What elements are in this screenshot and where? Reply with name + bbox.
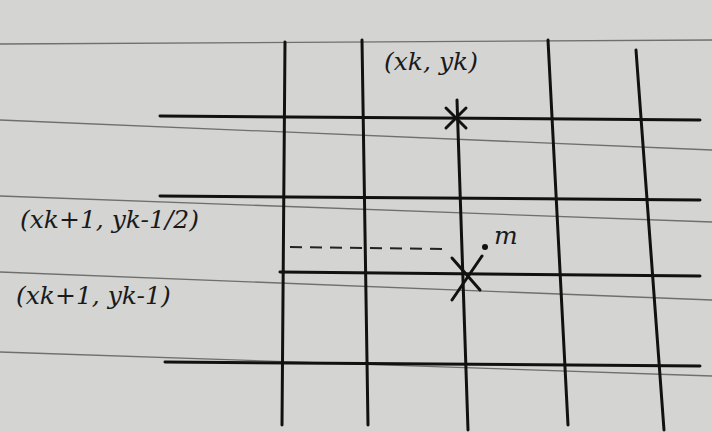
pixel-crosses bbox=[446, 108, 482, 300]
grid-line bbox=[282, 42, 285, 425]
point-label: (xk, yk) bbox=[382, 48, 480, 76]
ruled-line bbox=[0, 352, 712, 376]
point-label: (xk+1, yk-1) bbox=[14, 282, 173, 310]
midpoint-dot bbox=[482, 244, 488, 250]
cross-mark bbox=[452, 256, 482, 300]
grid-line bbox=[160, 116, 700, 120]
midpoint-label: m bbox=[492, 222, 520, 250]
ruled-lines bbox=[0, 40, 712, 376]
grid-line bbox=[165, 362, 700, 366]
cross-mark bbox=[446, 108, 466, 128]
grid-line bbox=[636, 50, 664, 430]
grid-line bbox=[280, 272, 700, 276]
grid-line bbox=[160, 196, 700, 200]
cross-mark bbox=[446, 108, 466, 128]
grid-line bbox=[362, 40, 368, 425]
point-label: (xk+1, yk-1/2) bbox=[18, 206, 201, 234]
dashed-line bbox=[290, 247, 450, 249]
grid-line bbox=[548, 40, 568, 425]
ruled-line bbox=[0, 120, 712, 150]
grid-lines bbox=[160, 40, 700, 430]
ruled-line bbox=[0, 40, 712, 44]
